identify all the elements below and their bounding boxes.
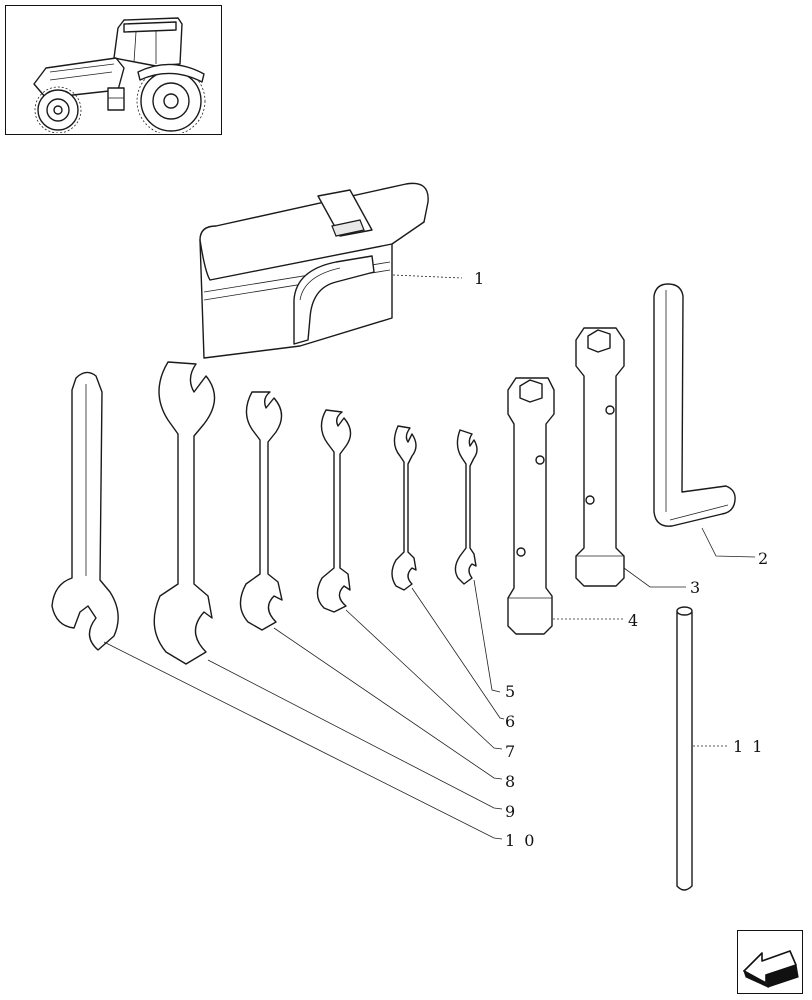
callout-3: 3 [690, 578, 702, 597]
tractor-icon [33, 17, 206, 136]
callout-1: 1 [474, 269, 486, 288]
hex-key [653, 283, 736, 527]
socket-wrench-large [575, 327, 625, 587]
callout-8: 8 [505, 772, 517, 791]
tool-bag [199, 182, 429, 359]
leader-line-3 [623, 567, 686, 588]
wrench-10 [51, 371, 119, 651]
leader-line-8 [273, 627, 503, 780]
tractor-thumbnail [5, 5, 222, 136]
callout-2: 2 [758, 549, 770, 568]
leader-line-1 [392, 274, 463, 279]
navigation-button[interactable] [737, 930, 803, 994]
callout-6: 6 [505, 712, 517, 731]
wrench-6 [391, 425, 417, 591]
callout-4: 4 [628, 611, 640, 630]
leader-line-6 [411, 587, 505, 720]
arrow-icon [743, 950, 799, 989]
wrench-8 [239, 391, 283, 631]
leader-line-9 [207, 659, 503, 810]
callout-9: 9 [505, 802, 517, 821]
leader-line-5 [473, 579, 501, 693]
wrench-9 [153, 361, 216, 665]
callout-10: 1 0 [505, 831, 536, 850]
rod [676, 606, 693, 891]
callout-11: 1 1 [733, 737, 764, 756]
leader-line-2 [701, 527, 756, 558]
wrench-5 [454, 429, 478, 585]
socket-wrench-small [507, 377, 555, 635]
callout-5: 5 [505, 682, 517, 701]
leader-line-10 [103, 641, 503, 840]
callout-7: 7 [505, 742, 517, 761]
wrench-7 [316, 409, 352, 613]
leader-line-7 [345, 609, 503, 750]
